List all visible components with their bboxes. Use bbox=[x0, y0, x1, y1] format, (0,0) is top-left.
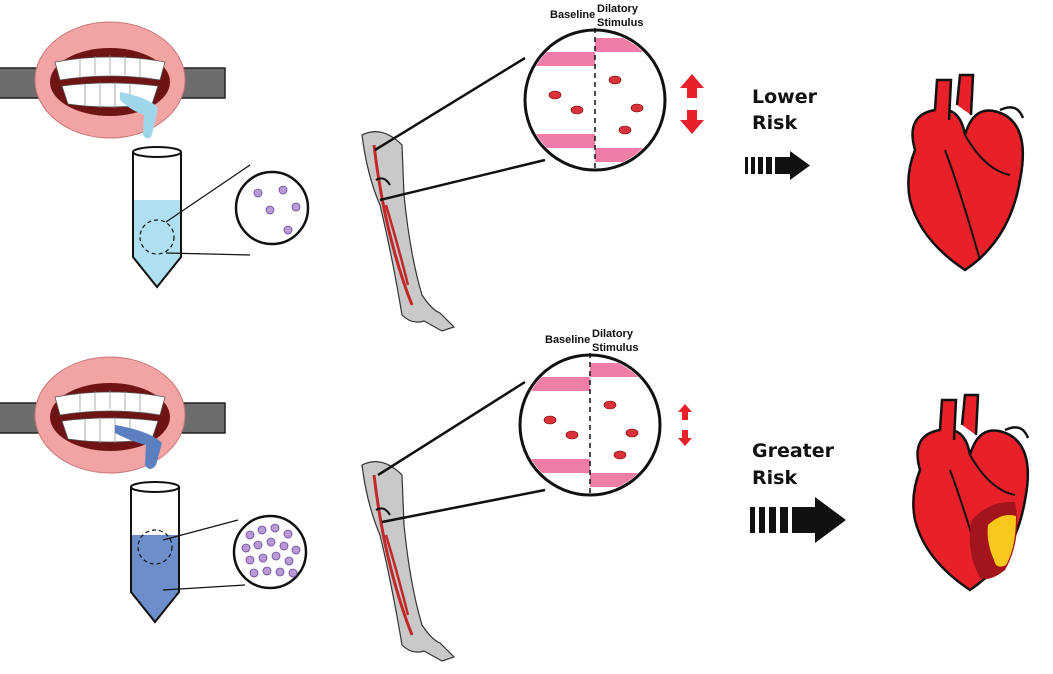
dilation-arrows-small bbox=[678, 404, 692, 446]
risk-label-line1-top: Lower bbox=[752, 86, 818, 108]
label-baseline-top: Baseline bbox=[550, 9, 595, 21]
dilation-arrows-large bbox=[680, 74, 704, 134]
vessel-lines-bottom bbox=[377, 380, 546, 524]
label-stimulus-bottom: Stimulus bbox=[592, 342, 638, 354]
infarct-core bbox=[987, 515, 1016, 567]
arm-bottom bbox=[360, 460, 456, 663]
arrow-up-icon bbox=[678, 404, 692, 420]
arrow-down-icon bbox=[678, 430, 692, 446]
label-baseline-bottom: Baseline bbox=[545, 334, 590, 346]
vessel-magnifier-bottom bbox=[520, 353, 660, 497]
saliva-drip bbox=[120, 92, 158, 139]
sample-tube-top bbox=[132, 146, 182, 288]
arrow-up-icon bbox=[680, 74, 704, 98]
heart-infarcted bbox=[912, 393, 1030, 592]
arrow-down-icon bbox=[680, 110, 704, 134]
risk-arrow-small bbox=[745, 151, 810, 180]
bacteria-magnifier-top bbox=[165, 164, 310, 256]
bottom-panel: Baseline Dilatory Stimulus Greater Risk bbox=[0, 328, 1030, 663]
label-dilatory-top: Dilatory bbox=[597, 3, 639, 15]
mouth-healthy bbox=[0, 21, 226, 139]
risk-label-line1-bottom: Greater bbox=[752, 440, 835, 462]
risk-label-line2-top: Risk bbox=[752, 112, 797, 134]
risk-arrow-large bbox=[750, 497, 846, 543]
vessel-magnifier-top bbox=[525, 28, 665, 172]
top-panel: Baseline Dilatory Stimulus Lower Risk bbox=[0, 3, 1025, 333]
saliva-drip bbox=[115, 425, 162, 469]
vessel-lines-top bbox=[374, 56, 546, 202]
risk-label-line2-bottom: Risk bbox=[752, 467, 797, 489]
mouth-periodontal bbox=[0, 356, 226, 474]
label-dilatory-bottom: Dilatory bbox=[592, 328, 634, 340]
sample-tube-bottom bbox=[130, 481, 180, 623]
arm-top bbox=[360, 130, 456, 333]
bacteria-magnifier-bottom bbox=[162, 514, 308, 591]
label-stimulus-top: Stimulus bbox=[597, 17, 643, 29]
heart-healthy bbox=[907, 73, 1025, 272]
